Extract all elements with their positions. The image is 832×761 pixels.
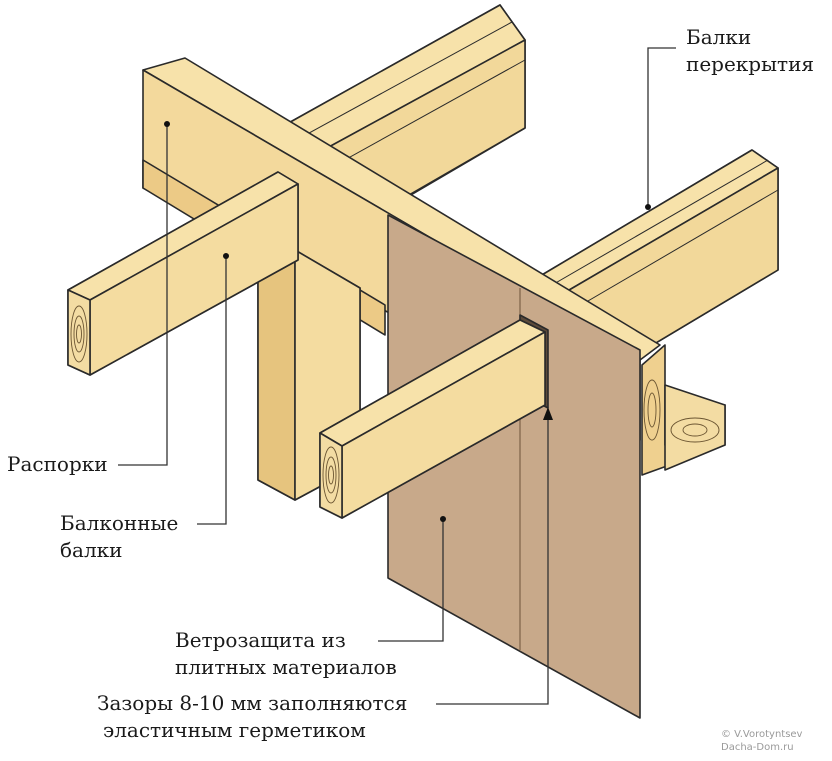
strut [67, 171, 299, 376]
label-floor-beams-line1: Балки [686, 25, 752, 49]
label-floor-beams: Балки перекрытия [686, 24, 814, 78]
label-balcony-beams-line1: Балконные [60, 511, 179, 535]
credit: © V.Vorotyntsev Dacha-Dom.ru [721, 729, 802, 754]
label-wind-barrier-line2: плитных материалов [175, 655, 397, 679]
label-gaps-line1: Зазоры 8-10 мм заполняются [97, 691, 408, 715]
balcony-beam-front [319, 319, 546, 519]
label-wind-barrier: Ветрозащита из плитных материалов [175, 627, 397, 681]
leader-lines [118, 47, 676, 705]
credit-author: © V.Vorotyntsev [721, 729, 803, 740]
label-gaps-line2: эластичным герметиком [103, 718, 366, 742]
label-balcony-beams-line2: балки [60, 538, 123, 562]
credit-site: Dacha-Dom.ru [721, 741, 794, 753]
label-floor-beams-line2: перекрытия [686, 52, 815, 76]
balcony-beam-right [641, 344, 726, 476]
gap-arrow-icon [543, 407, 553, 420]
label-struts: Распорки [7, 451, 108, 478]
label-balcony-beams: Балконные балки [60, 510, 178, 564]
label-wind-barrier-line1: Ветрозащита из [175, 628, 346, 652]
label-gaps: Зазоры 8-10 мм заполняются эластичным ге… [97, 690, 407, 744]
leader-dots [164, 121, 651, 522]
label-struts-line1: Распорки [7, 452, 108, 476]
